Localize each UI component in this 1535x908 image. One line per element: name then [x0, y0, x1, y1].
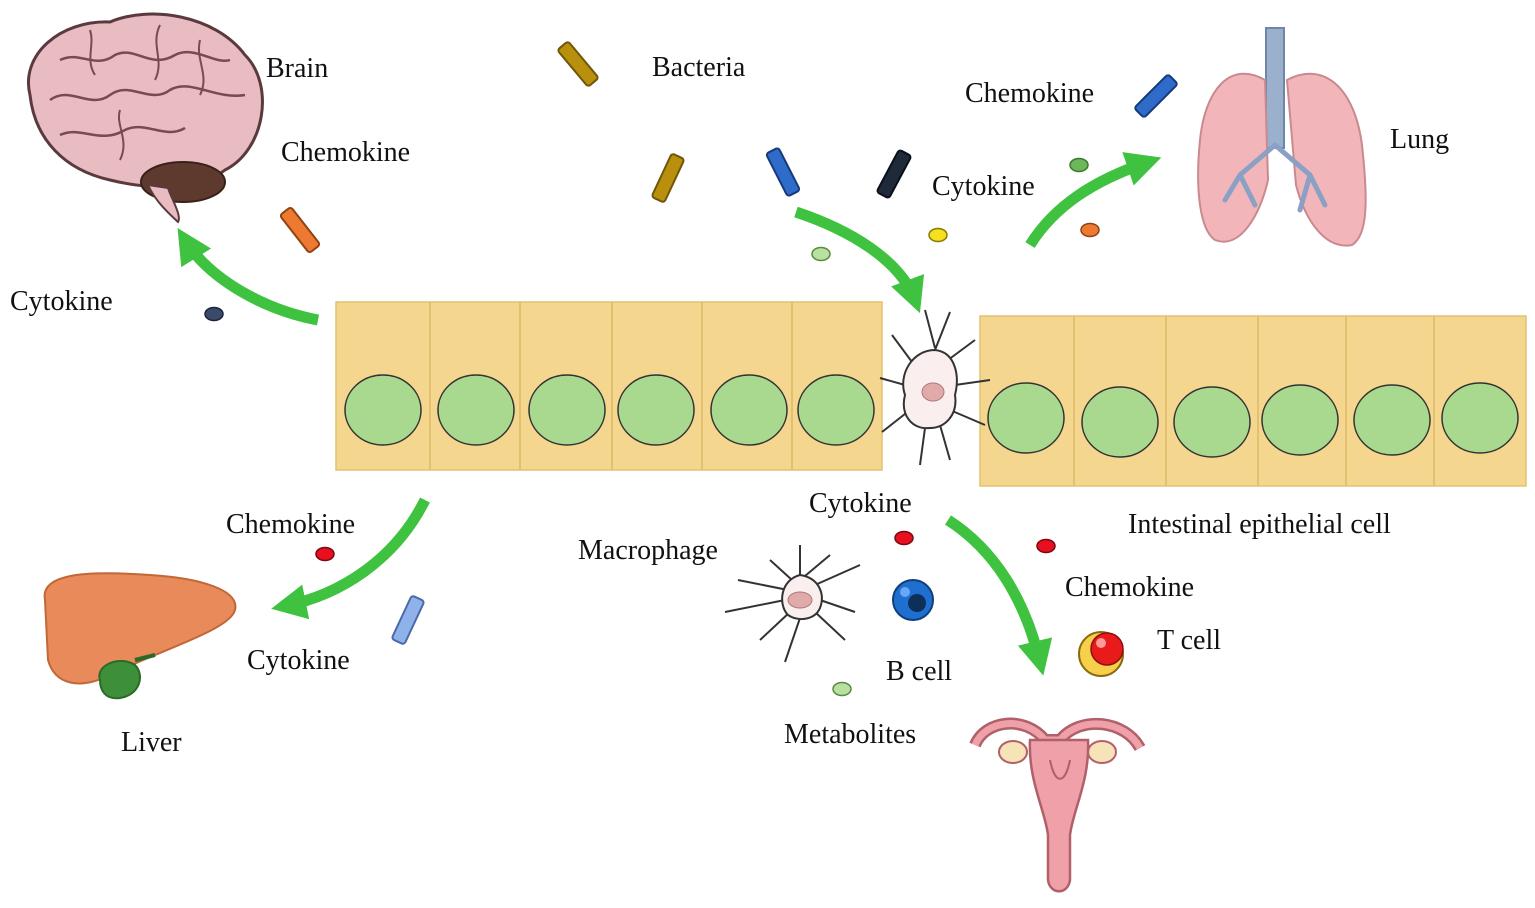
lung-illustration	[1197, 27, 1367, 247]
chemokine-orange-bar	[279, 206, 321, 254]
metabolite-dot	[811, 246, 831, 262]
bacterium-gold	[557, 41, 599, 87]
label-cytokine-left: Cytokine	[10, 286, 113, 317]
label-lung: Lung	[1390, 124, 1450, 155]
uterus-illustration	[969, 717, 1146, 893]
nucleus	[437, 374, 515, 446]
metabolite-dot	[832, 681, 852, 697]
epithelium-left	[335, 301, 883, 471]
label-chemokine-brain: Chemokine	[281, 137, 411, 168]
dendritic-cell	[879, 309, 991, 466]
nucleus	[528, 374, 606, 446]
chemokine-lightblue-bar	[391, 595, 425, 645]
cytokine-dot	[1080, 222, 1100, 238]
nucleus	[1261, 384, 1339, 456]
b-cell	[892, 579, 934, 621]
label-cytokine-liver: Cytokine	[247, 645, 350, 676]
nucleus	[1353, 384, 1431, 456]
cytokine-dot	[204, 306, 224, 322]
chemokine-dot	[894, 530, 914, 546]
label-brain: Brain	[266, 53, 329, 84]
nucleus	[987, 382, 1065, 454]
label-bacteria: Bacteria	[652, 52, 746, 83]
bacterium-gold	[651, 153, 685, 203]
nucleus	[617, 374, 695, 446]
macrophage-cell	[724, 545, 861, 663]
arrow-to-liver	[271, 497, 430, 620]
chemokine-blue-bar	[1134, 74, 1178, 118]
label-chemokine-top-right: Chemokine	[965, 78, 1095, 109]
liver-illustration	[43, 572, 237, 700]
bacterium-black	[876, 149, 912, 199]
t-cell	[1078, 631, 1124, 677]
arrow-to-lung	[1025, 152, 1162, 248]
nucleus	[1081, 386, 1159, 458]
nucleus	[797, 374, 875, 446]
bacterium-blue	[765, 147, 801, 197]
label-chemokine-bottom: Chemokine	[1065, 572, 1195, 603]
label-liver: Liver	[121, 727, 182, 758]
nucleus	[1441, 382, 1519, 454]
arrow-to-brain	[177, 228, 320, 326]
label-metabolites: Metabolites	[784, 719, 917, 750]
brain-illustration	[27, 12, 264, 224]
arrow-to-uterus	[945, 515, 1053, 676]
arrow-bacteria-to-gap	[794, 206, 925, 314]
nucleus	[1173, 386, 1251, 458]
label-b-cell: B cell	[886, 656, 953, 687]
label-cytokine-top-right: Cytokine	[932, 171, 1035, 202]
nucleus	[710, 374, 788, 446]
label-t-cell: T cell	[1157, 625, 1222, 656]
epithelium-right	[979, 315, 1527, 487]
label-chemokine-liver: Chemokine	[226, 509, 356, 540]
label-macrophage: Macrophage	[578, 535, 718, 566]
label-cytokine-center: Cytokine	[809, 488, 912, 519]
label-intestinal-epithelial-cell: Intestinal epithelial cell	[1128, 509, 1391, 540]
metabolite-dot	[1069, 157, 1089, 173]
chemokine-dot	[1036, 538, 1056, 554]
nucleus	[344, 374, 422, 446]
cytokine-dot	[928, 227, 948, 243]
chemokine-dot	[315, 546, 335, 562]
